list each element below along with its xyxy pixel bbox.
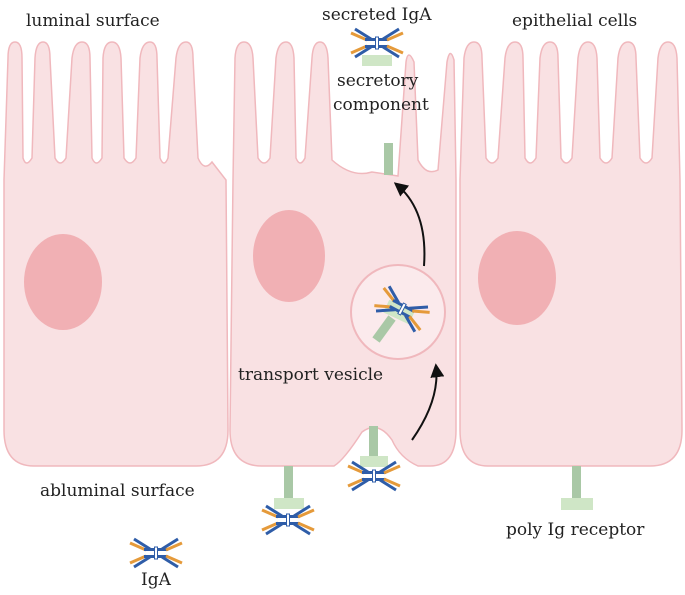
epithelial-cell-left [3, 41, 229, 467]
nucleus-right [478, 231, 556, 325]
free-iga-icon [128, 537, 184, 569]
arrow-to-lumen [393, 182, 426, 267]
poly-ig-receptor-piece [561, 498, 593, 510]
secretory-component-block [362, 55, 392, 66]
label-iga: IgA [141, 570, 172, 590]
epithelial-cell-middle [229, 41, 457, 467]
nucleus-middle [253, 210, 325, 302]
secreted-iga-icon [349, 27, 405, 59]
apical-receptor-stalk [384, 143, 393, 175]
label-secretory: secretory [337, 71, 419, 91]
pit-receptor-stalk [369, 426, 378, 458]
poly-ig-receptor-stalk [572, 466, 581, 500]
basolateral-secretory-piece [274, 498, 304, 509]
bound-iga-icon [260, 504, 316, 536]
label-transport-vesicle: transport vesicle [238, 365, 383, 385]
label-abluminal-surface: abluminal surface [40, 481, 195, 501]
label-poly-ig-receptor: poly Ig receptor [506, 520, 645, 540]
label-secreted-iga: secreted IgA [322, 5, 432, 25]
epithelial-cell-right [459, 41, 683, 467]
label-luminal-surface: luminal surface [26, 11, 160, 31]
label-component: component [333, 95, 429, 115]
vesicle-receptor-stalk [372, 315, 396, 343]
arrow-to-vesicle [411, 363, 445, 441]
pit-secretory-piece [360, 456, 388, 467]
nucleus-left [24, 234, 102, 330]
basolateral-receptor-stalk [284, 466, 293, 500]
label-epithelial-cells: epithelial cells [512, 11, 637, 31]
